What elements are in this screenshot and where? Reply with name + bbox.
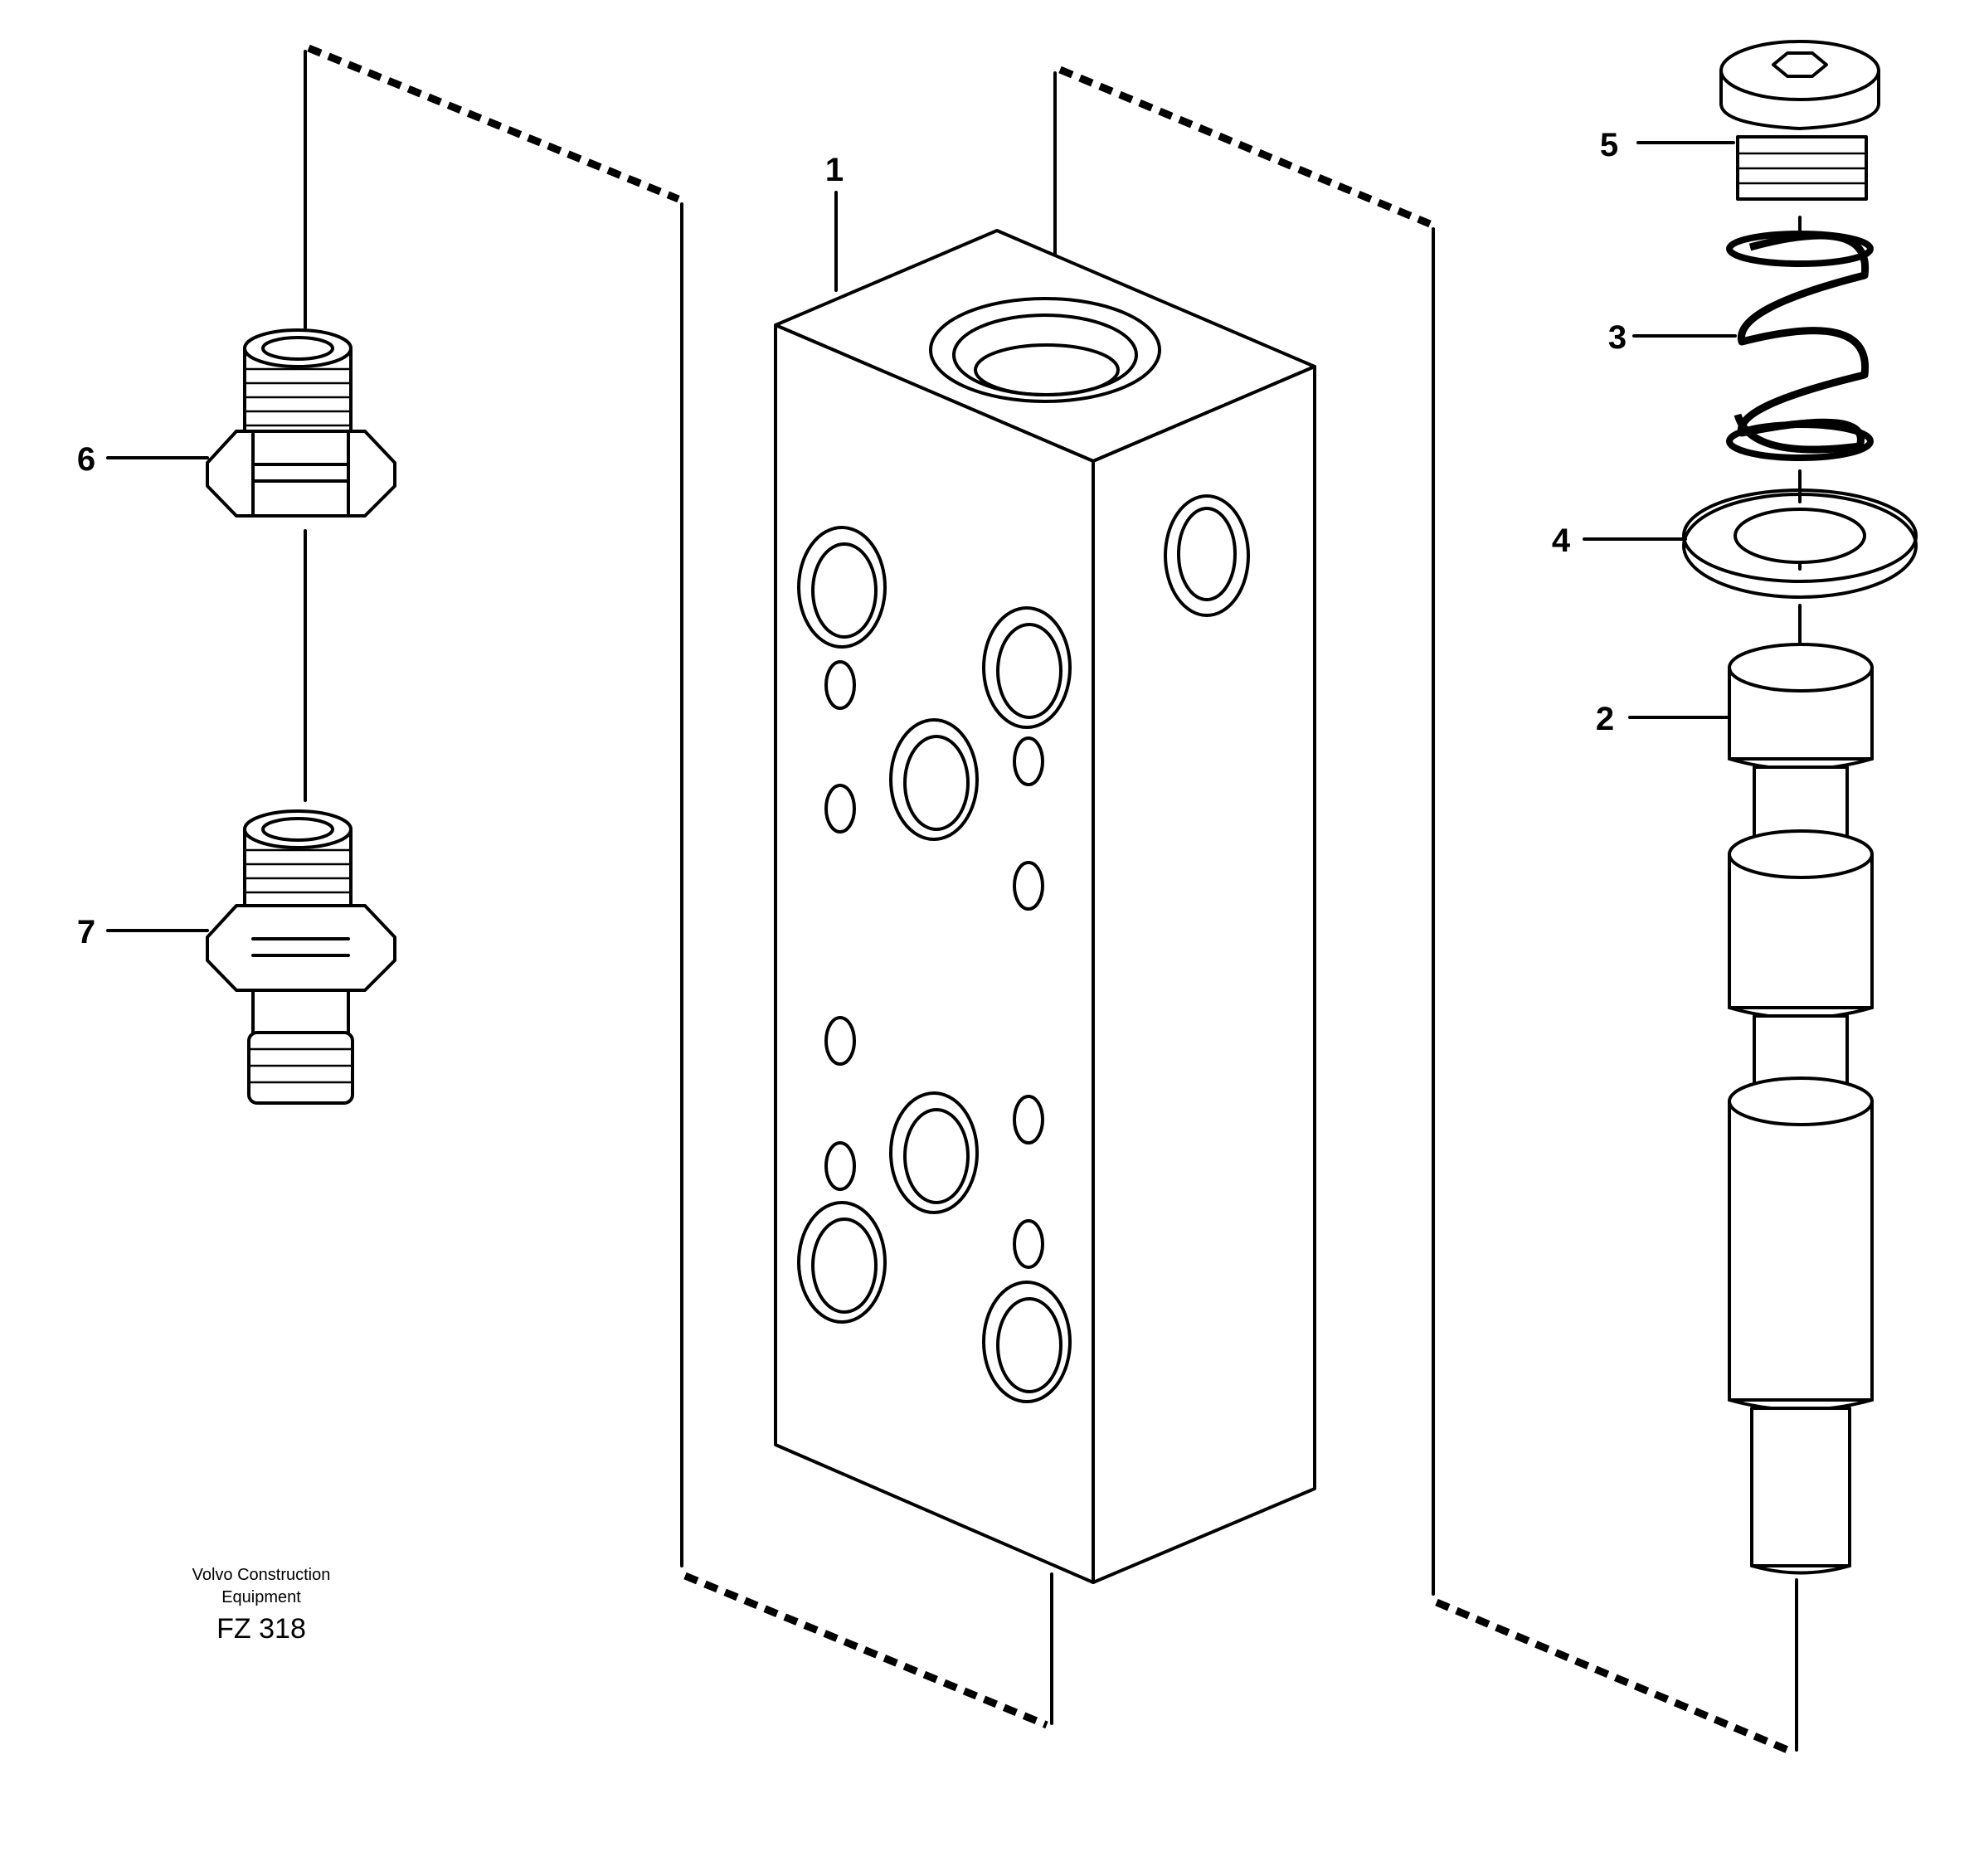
callout-2: 2: [1596, 701, 1614, 737]
spring-part-3: [1726, 231, 1874, 461]
callout-3: 3: [1608, 319, 1627, 356]
caption-company-line1: Volvo Construction: [192, 1566, 331, 1584]
plug-part-5: [1719, 40, 1880, 201]
fitting-part-6: [206, 328, 396, 518]
callout-1: 1: [825, 152, 844, 188]
spool-part-2: [1728, 643, 1874, 1575]
figure-caption: Volvo Construction Equipment FZ 318: [192, 1566, 331, 1645]
front-ports: [797, 526, 1072, 1403]
callout-5: 5: [1600, 127, 1618, 163]
assembly-bracket-right: [1053, 66, 1798, 1756]
assembly-bracket-left: [304, 44, 1053, 1729]
valve-block: [774, 229, 1316, 1584]
fitting-part-7: [206, 809, 396, 1105]
front-small-holes: [824, 660, 1044, 1269]
caption-company-line2: Equipment: [221, 1588, 301, 1606]
leader-lines: [106, 141, 1737, 932]
callout-4: 4: [1552, 522, 1571, 559]
washer-part-4: [1682, 488, 1918, 599]
callout-6: 6: [77, 441, 95, 478]
figure-code: FZ 318: [216, 1613, 306, 1645]
callout-7: 7: [77, 914, 95, 950]
callout-labels: 1 2 3 4 5 6 7: [77, 127, 1627, 950]
